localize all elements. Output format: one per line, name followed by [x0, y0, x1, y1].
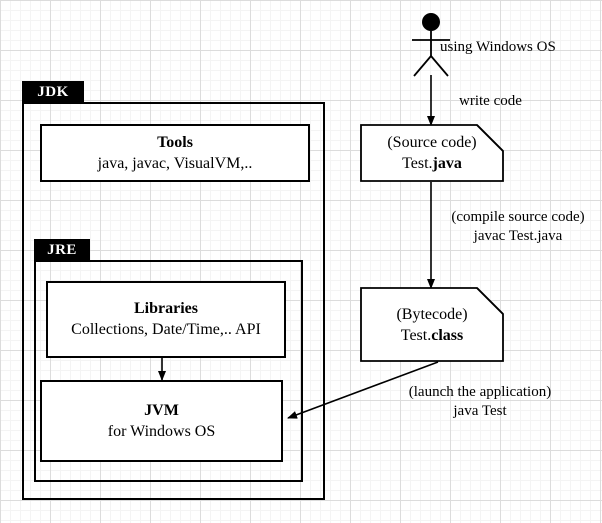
document-source-code-shape: [360, 124, 504, 182]
document-source-code[interactable]: (Source code) Test.java: [360, 124, 504, 182]
tools-title: Tools: [157, 133, 193, 151]
libraries-title: Libraries: [134, 300, 198, 317]
actor-leg-right: [430, 55, 449, 77]
edge-label-compile-line2: javac Test.java: [473, 228, 563, 244]
edge-label-launch-line2: java Test: [453, 403, 507, 419]
package-body-jdk: [22, 102, 325, 500]
document-bytecode[interactable]: (Bytecode) Test.class: [360, 287, 504, 362]
edge-label-compile-line1: (compile source code): [451, 209, 585, 225]
actor-leg-left: [413, 55, 432, 77]
tools-subtitle: java, javac, VisualVM,..: [97, 154, 253, 172]
edge-label-write-code: write code: [459, 92, 522, 111]
edge-label-launch: (launch the application) java Test: [390, 383, 570, 421]
package-tab-jre[interactable]: JRE: [34, 239, 90, 261]
actor-label-text: using Windows OS: [440, 39, 556, 55]
actor-head-icon: [422, 13, 440, 31]
component-box-jvm[interactable]: JVM for Windows OS: [40, 380, 283, 462]
component-box-libraries[interactable]: Libraries Collections, Date/Time,.. API: [46, 281, 286, 358]
actor-label: using Windows OS: [440, 38, 556, 57]
package-tab-jdk-label: JDK: [37, 84, 69, 100]
document-bytecode-shape: [360, 287, 504, 362]
jvm-title: JVM: [144, 401, 179, 419]
package-tab-jdk[interactable]: JDK: [22, 81, 84, 103]
component-box-tools[interactable]: Tools java, javac, VisualVM,..: [40, 124, 310, 182]
jvm-subtitle: for Windows OS: [107, 422, 216, 440]
edge-label-launch-line1: (launch the application): [408, 384, 552, 400]
libraries-subtitle: Collections, Date/Time,.. API: [71, 321, 261, 338]
edge-label-write-code-text: write code: [459, 93, 522, 109]
user-stick-figure[interactable]: [400, 10, 464, 80]
edge-label-compile: (compile source code) javac Test.java: [434, 208, 602, 246]
package-tab-jre-label: JRE: [47, 242, 77, 258]
